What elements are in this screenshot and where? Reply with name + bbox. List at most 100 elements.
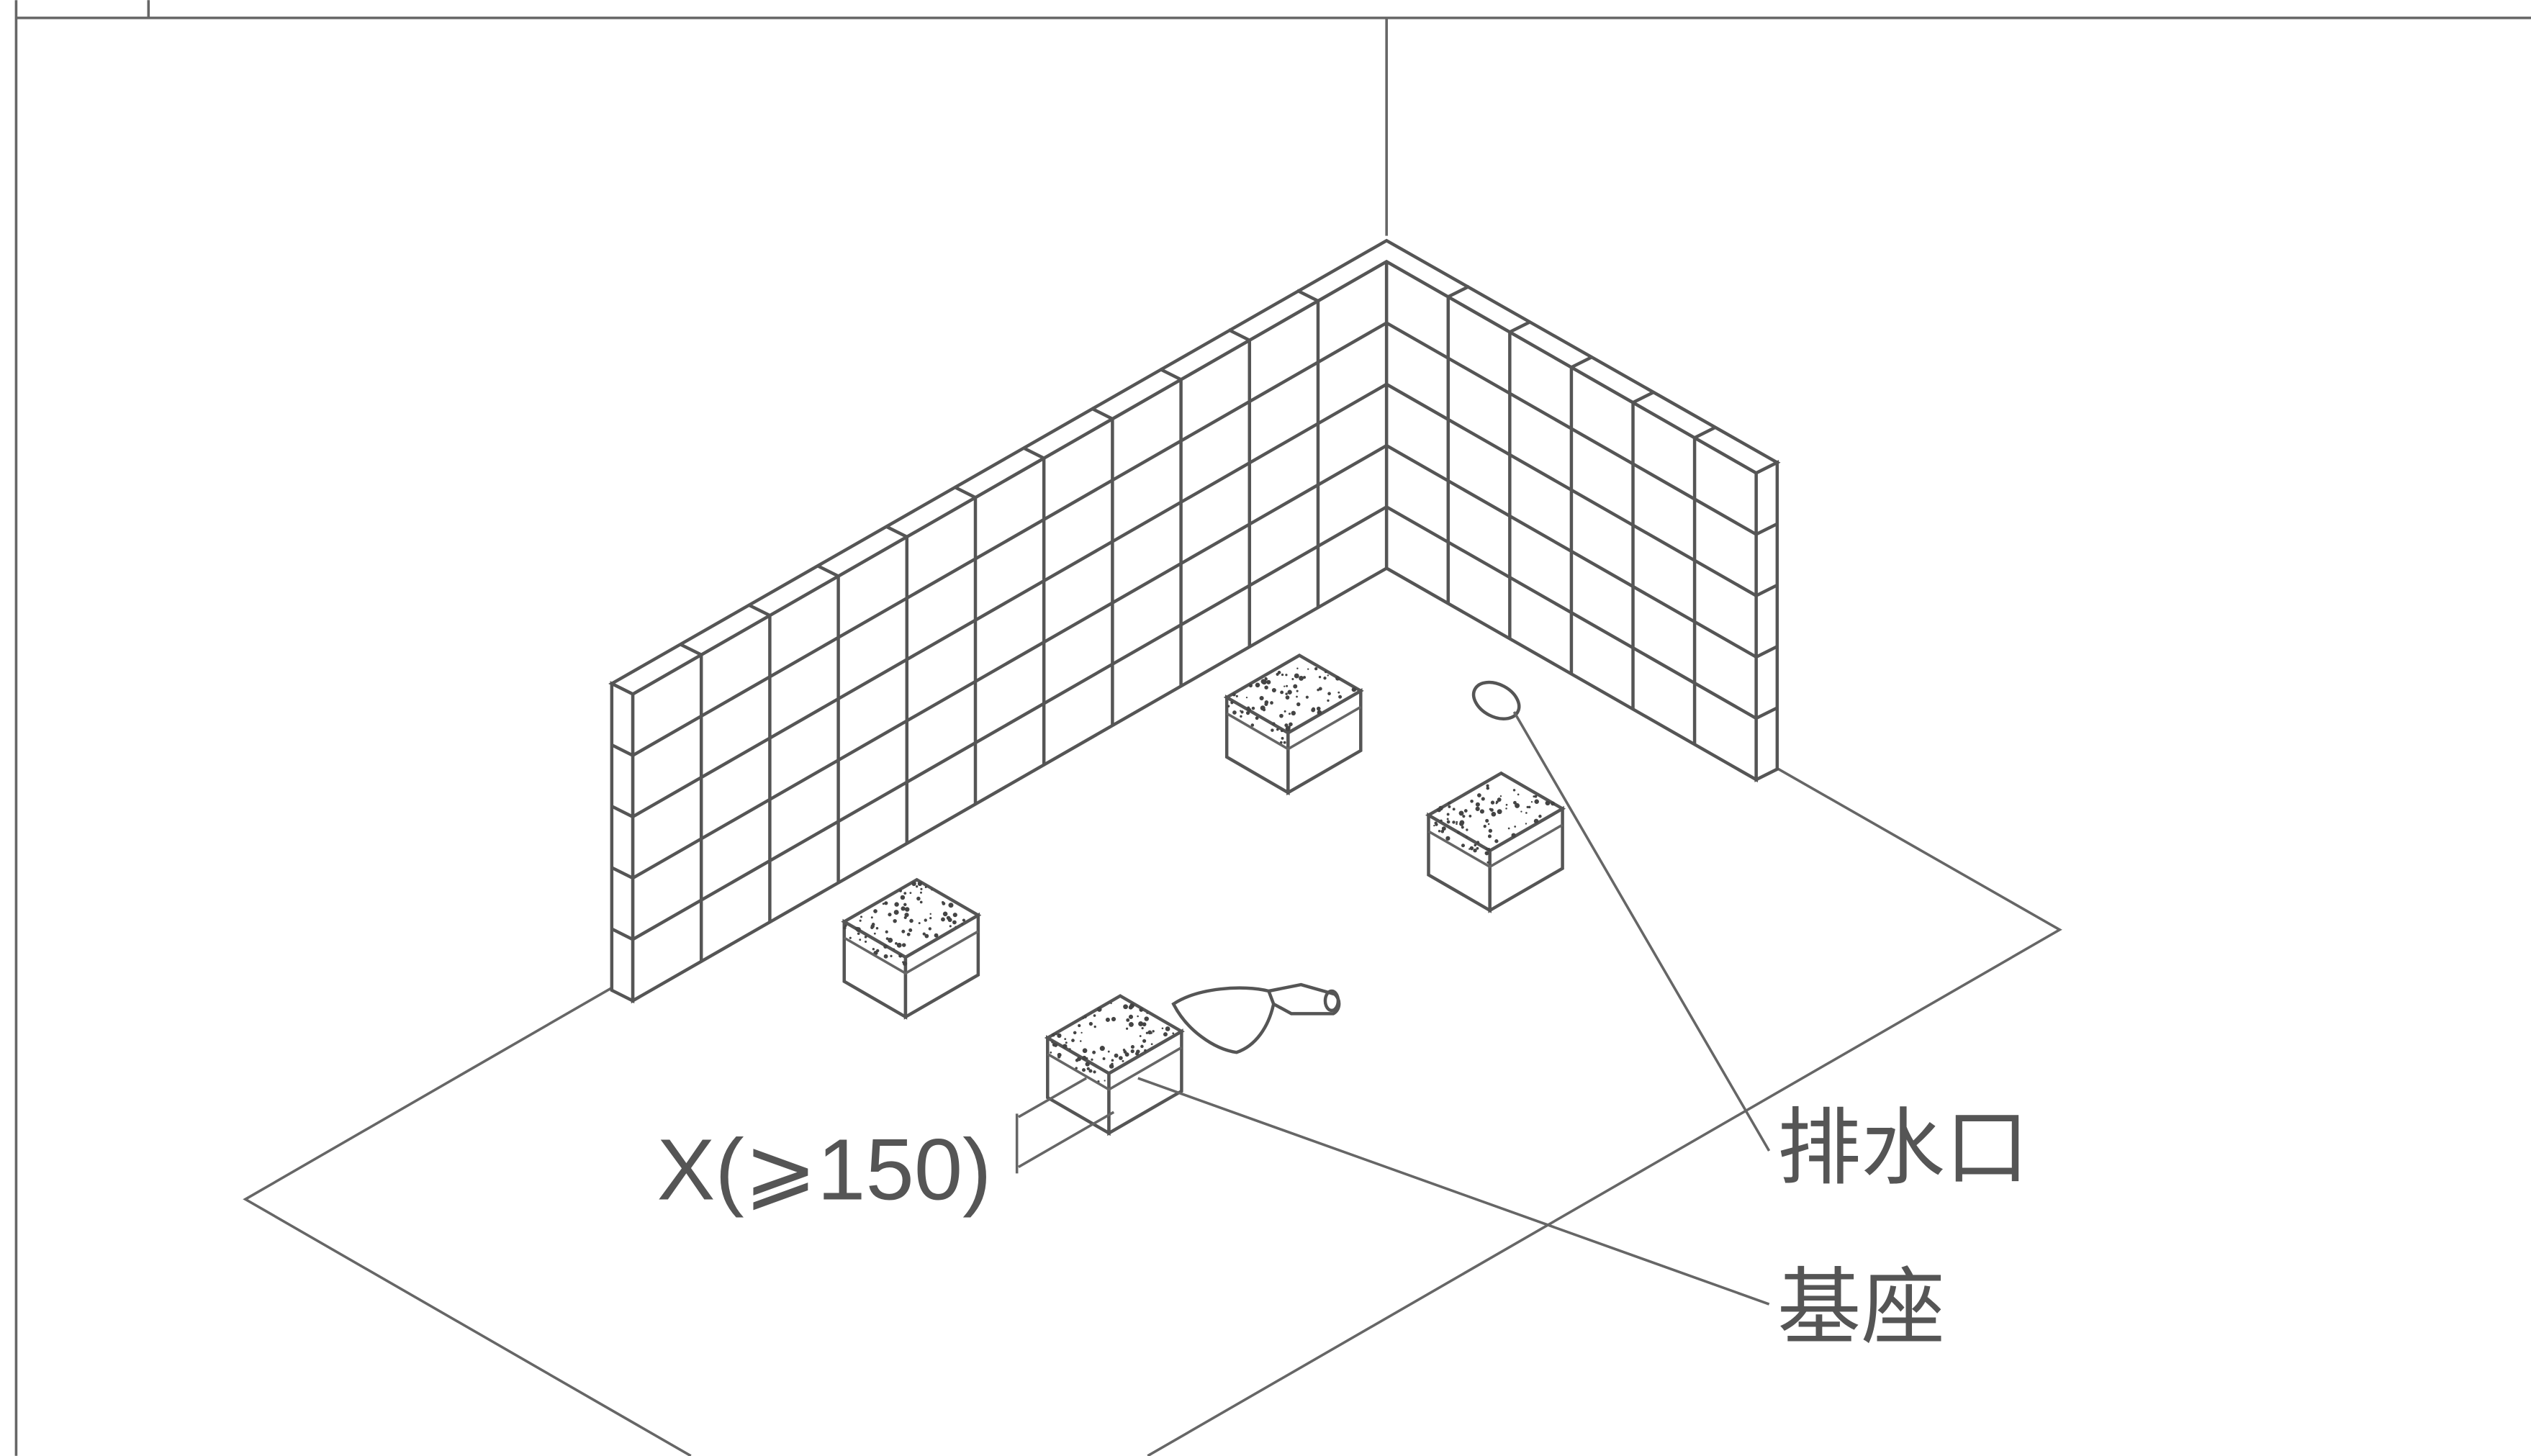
concrete-speck — [1526, 805, 1529, 808]
concrete-speck — [893, 948, 895, 950]
trowel-icon — [1171, 982, 1341, 1054]
concrete-speck — [1281, 673, 1284, 677]
block-layer-line — [1047, 1046, 1183, 1091]
concrete-speck — [942, 902, 946, 905]
concrete-speck — [1296, 695, 1298, 698]
concrete-speck — [1316, 706, 1321, 711]
concrete-speck — [1110, 1002, 1112, 1005]
concrete-speck — [1490, 800, 1495, 805]
block-layer-line — [1226, 705, 1362, 751]
concrete-speck — [901, 929, 906, 933]
concrete-speck — [1487, 834, 1492, 838]
concrete-speck — [1456, 823, 1458, 826]
concrete-speck — [1486, 784, 1489, 787]
concrete-speck — [1291, 710, 1296, 716]
concrete-speck — [1499, 795, 1502, 797]
concrete-speck — [1486, 786, 1490, 790]
concrete-speck — [1318, 675, 1322, 679]
concrete-speck — [1276, 672, 1279, 676]
concrete-speck — [1227, 705, 1230, 707]
concrete-speck — [1441, 826, 1446, 831]
concrete-speck — [1080, 1031, 1083, 1034]
concrete-speck — [1452, 820, 1456, 824]
drawing-frame — [14, 0, 2531, 1456]
concrete-speck — [1299, 676, 1304, 681]
concrete-speck — [906, 932, 911, 936]
concrete-speck — [1142, 1022, 1147, 1027]
concrete-speck — [1288, 713, 1291, 715]
concrete-speck — [1091, 1058, 1093, 1061]
concrete-speck — [1505, 808, 1507, 810]
concrete-speck — [920, 891, 922, 894]
concrete-speck — [1245, 711, 1250, 715]
concrete-speck — [1128, 1021, 1134, 1027]
concrete-speck — [1165, 1026, 1170, 1031]
concrete-speck — [1063, 1044, 1068, 1049]
base-block — [1425, 771, 1566, 913]
concrete-speck — [1323, 677, 1327, 680]
concrete-speck — [1461, 826, 1464, 829]
concrete-speck — [948, 903, 954, 908]
concrete-speck — [1140, 1044, 1144, 1049]
concrete-speck — [1050, 1052, 1052, 1054]
concrete-speck — [1495, 800, 1499, 804]
concrete-speck — [1111, 1016, 1116, 1022]
concrete-speck — [922, 932, 926, 936]
concrete-speck — [895, 942, 898, 945]
brick-cap-joint — [816, 564, 839, 578]
concrete-speck — [1477, 793, 1481, 797]
concrete-speck — [1484, 851, 1489, 856]
concrete-speck — [1122, 1059, 1124, 1062]
block-top-face — [1223, 654, 1364, 735]
concrete-speck — [865, 940, 867, 943]
concrete-speck — [931, 888, 933, 891]
concrete-speck — [949, 925, 952, 928]
concrete-speck — [1501, 772, 1503, 775]
concrete-speck — [1272, 722, 1276, 725]
concrete-speck — [900, 895, 906, 900]
concrete-speck — [902, 961, 908, 966]
concrete-speck — [1250, 723, 1255, 727]
concrete-speck — [1051, 1041, 1054, 1044]
concrete-speck — [1485, 818, 1489, 823]
base-label: 基座 — [1777, 1260, 1945, 1355]
concrete-speck — [856, 927, 861, 933]
concrete-speck — [1150, 1031, 1152, 1034]
concrete-speck — [875, 927, 879, 930]
concrete-speck — [885, 930, 888, 933]
concrete-speck — [1086, 1067, 1090, 1071]
brick-cap-joint — [1447, 284, 1470, 299]
brick-cap-joint — [1694, 425, 1717, 440]
concrete-speck — [1538, 814, 1542, 818]
concrete-speck — [1144, 1049, 1147, 1052]
concrete-speck — [1435, 823, 1438, 826]
concrete-speck — [894, 902, 899, 907]
concrete-speck — [844, 924, 847, 927]
concrete-speck — [1248, 707, 1252, 712]
concrete-speck — [1264, 677, 1268, 681]
concrete-speck — [1296, 667, 1299, 669]
concrete-speck — [1463, 809, 1468, 813]
concrete-speck — [918, 922, 921, 925]
concrete-speck — [1260, 679, 1266, 684]
concrete-speck — [1494, 839, 1499, 844]
concrete-speck — [1446, 813, 1450, 816]
concrete-speck — [873, 932, 876, 935]
concrete-speck — [1534, 795, 1538, 798]
concrete-speck — [1452, 808, 1456, 811]
concrete-speck — [1285, 695, 1290, 700]
concrete-speck — [1525, 812, 1528, 814]
concrete-speck — [1284, 723, 1289, 728]
concrete-speck — [859, 939, 862, 941]
concrete-speck — [1271, 687, 1276, 693]
concrete-speck — [882, 903, 885, 905]
brick-cap-joint — [748, 603, 771, 618]
concrete-speck — [1146, 1012, 1148, 1014]
concrete-speck — [911, 881, 916, 887]
concrete-speck — [1093, 1070, 1096, 1074]
concrete-speck — [1064, 1038, 1067, 1041]
concrete-speck — [1093, 1014, 1096, 1017]
concrete-speck — [1448, 805, 1451, 808]
concrete-speck — [1096, 1007, 1102, 1012]
concrete-speck — [1327, 692, 1331, 696]
